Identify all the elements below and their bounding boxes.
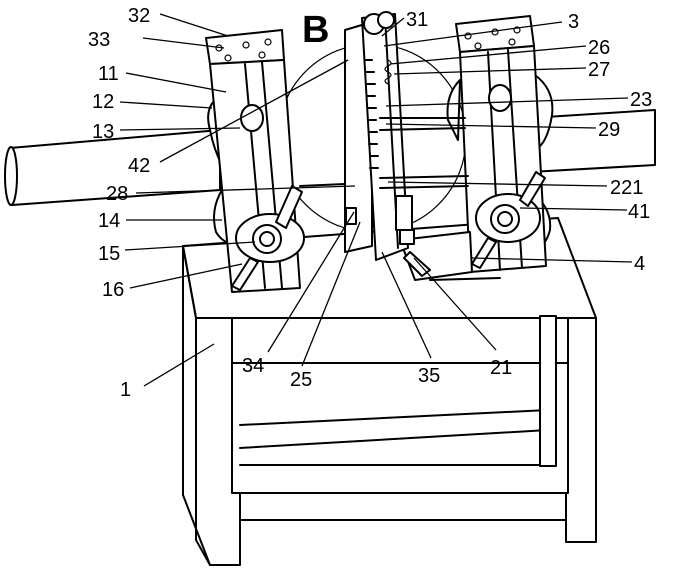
label-1: 1 <box>120 379 131 401</box>
label-27: 27 <box>588 59 610 81</box>
label-25: 25 <box>290 369 312 391</box>
label-28: 28 <box>106 183 128 205</box>
left-support <box>205 29 305 293</box>
label-26: 26 <box>588 37 610 59</box>
label-15: 15 <box>98 243 120 265</box>
label-13: 13 <box>92 121 114 143</box>
label-12: 12 <box>92 91 114 113</box>
label-33: 33 <box>88 29 110 51</box>
label-29: 29 <box>598 119 620 141</box>
base-frame <box>182 217 597 566</box>
label-16: 16 <box>102 279 124 301</box>
center-plate-assembly <box>299 11 469 277</box>
label-221: 221 <box>610 177 643 199</box>
callout-labels: B 32 33 11 12 13 42 28 14 15 16 31 3 26 … <box>88 5 652 401</box>
main-shaft <box>4 109 656 206</box>
label-31: 31 <box>406 9 428 31</box>
label-23: 23 <box>630 89 652 111</box>
label-4: 4 <box>634 253 645 275</box>
label-41: 41 <box>628 201 650 223</box>
leader-lines <box>119 13 633 387</box>
label-42: 42 <box>128 155 150 177</box>
right-support <box>399 15 554 281</box>
label-14: 14 <box>98 210 120 232</box>
label-21: 21 <box>490 357 512 379</box>
detail-marker-b: B <box>302 9 329 51</box>
label-32: 32 <box>128 5 150 27</box>
label-35: 35 <box>418 365 440 387</box>
label-3: 3 <box>568 11 579 33</box>
label-11: 11 <box>98 63 119 85</box>
label-34: 34 <box>242 355 264 377</box>
